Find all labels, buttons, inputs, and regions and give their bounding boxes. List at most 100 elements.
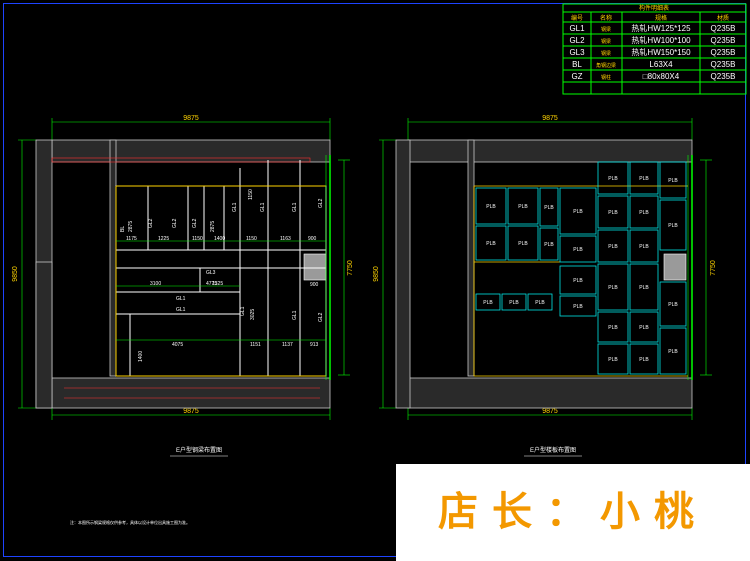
slab-outline [473,185,688,377]
plan-title-right: E户型楼板布置图 [530,446,576,454]
floor-panel-label: PLB [639,176,649,182]
table-cell-spec: □80x80X4 [643,72,680,81]
floor-panel-label: PLB [608,357,618,363]
table-title: 构件明细表 [639,4,669,12]
dim-value: 1137 [282,342,293,348]
table-cell-id: GL2 [569,36,585,45]
floor-panel [629,311,659,343]
dim-right: 7750 [347,260,354,276]
table-cell-id: GL3 [569,48,585,57]
beam-label: GL1 [176,307,186,313]
floor-panel [507,225,539,261]
dim-value: 1151 [250,342,261,348]
table-cell-material: Q235B [711,36,736,45]
table-cell-id: GL1 [569,24,585,33]
beam-label: GL1 [176,296,186,302]
floor-panel-label: PLB [544,242,554,248]
dim-value: 900 [308,236,317,242]
dim-value: 2875 [210,221,216,232]
floor-panel-label: PLB [668,223,678,229]
floor-panel [597,229,629,263]
table-header-spec: 规格 [655,14,667,22]
floor-panel [629,343,659,375]
dim-value: 900 [310,282,319,288]
beam-label: GL1 [240,306,246,316]
floor-panel [659,161,687,199]
dim-value: 1225 [158,236,169,242]
floor-panel [539,227,559,261]
floor-panel-label: PLB [639,357,649,363]
inner-dimension-chains [116,240,326,341]
walls [395,139,693,409]
dim-value: 1150 [248,189,254,200]
floor-panel [629,263,659,311]
dim-left: 9850 [373,266,380,282]
table-cell-name: 钢梁 [601,26,611,33]
column-block [663,253,687,281]
floor-panel [597,195,629,229]
floor-panel-label: PLB [668,349,678,355]
walls [35,139,331,409]
dim-top: 9875 [183,115,199,122]
dim-value: 1325 [212,281,223,287]
floor-panel [475,293,501,311]
dim-value: 1400 [138,351,144,362]
table-cell-id: BL [572,60,582,69]
floor-panel-label: PLB [486,241,496,247]
dim-value: 4775 [206,281,217,287]
beam-label: GL2 [318,312,324,322]
table-cell-name: 钢梁 [601,38,611,45]
drawing-note: 注：本图所示钢梁规格仅供参考，具体以设计单位出具施工图为准。 [70,519,190,525]
column-block [303,253,327,281]
floor-panel-label: PLB [639,285,649,291]
beam-label: GL1 [292,310,298,320]
member-table: 构件明细表 编号 名称 规格 材质 GL1 钢梁 热轧HW125*125 Q23… [562,3,747,95]
floor-panel-label: PLB [573,278,583,284]
beam-label: GL2 [318,198,324,208]
beam-label: GL1 [292,202,298,212]
floor-panel-label: PLB [608,244,618,250]
floor-panel-label: PLB [668,302,678,308]
table-cell-id: GZ [571,72,582,81]
floor-panel-label: PLB [608,325,618,331]
floor-panel [597,263,629,311]
dim-bottom: 9875 [542,408,558,415]
floor-panel-label: PLB [486,204,496,210]
floor-panel-label: PLB [608,210,618,216]
dim-value: 1150 [246,236,257,242]
floor-panel-label: PLB [668,178,678,184]
table-cell-spec: 热轧HW125*125 [631,23,691,33]
floor-panel-label: PLB [518,241,528,247]
beam-label: GL1 [260,202,266,212]
left-beam-plan: 9875 9875 9850 7750 [12,115,354,457]
floor-panel [559,235,597,263]
floor-panel [629,229,659,263]
floor-panel-label: PLB [483,300,493,306]
dim-value: 1400 [214,236,225,242]
floor-panel [539,187,559,227]
floor-panel-label: PLB [509,300,519,306]
table-cell-spec: 热轧HW150*150 [631,47,691,57]
sheet-frame [3,3,746,557]
floor-panel-label: PLB [608,285,618,291]
beam-label: GL1 [232,202,238,212]
floor-panel [475,187,507,225]
floor-panel-label: PLB [639,244,649,250]
floor-panel-label: PLB [639,210,649,216]
table-cell-name: 钢柱 [601,74,611,81]
floor-panel [501,293,527,311]
wall-hatch-outline [51,157,320,399]
watermark-banner: 店长：小桃 [396,464,750,561]
watermark-text: 店长：小桃 [438,489,708,535]
table-cell-name: 钢梁 [601,50,611,57]
beam-label: GL2 [148,218,154,228]
floor-panel [629,161,659,195]
beam-label: GL2 [192,218,198,228]
floor-panels: PLB PLB PLB PLB PLB PLB PLB PLB PLB PLB PLB PLB PLB P… [475,161,687,375]
steel-beams [115,160,327,377]
floor-panel [597,161,629,195]
table-cell-material: Q235B [711,48,736,57]
